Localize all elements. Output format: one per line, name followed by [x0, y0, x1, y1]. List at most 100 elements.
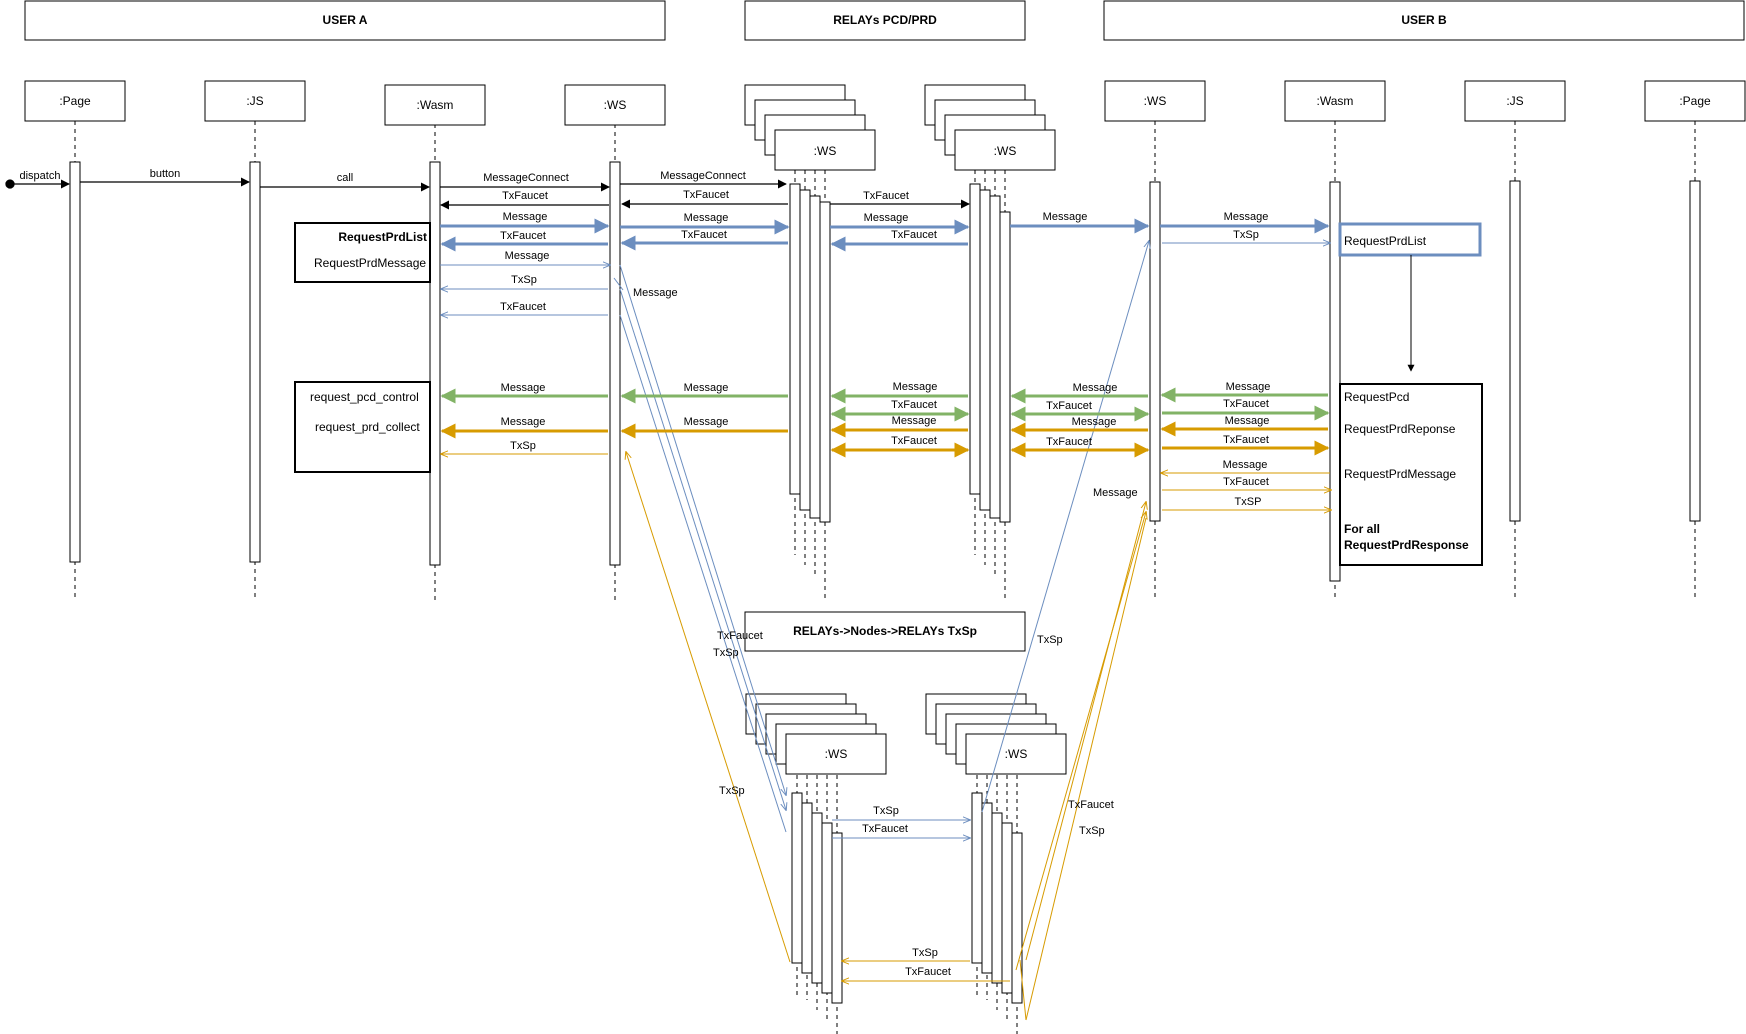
label-txsp-o-diag: TxSp — [719, 785, 745, 797]
messages-blue — [440, 218, 1330, 252]
label-txfaucet-a3: TxFaucet — [500, 301, 546, 313]
label-msg-o1: Message — [501, 416, 546, 428]
note-b-resp-line-3: RequestPrdMessage — [1344, 467, 1456, 481]
note-a-prd: RequestPrdList RequestPrdMessage — [294, 222, 431, 283]
messages-orange — [440, 421, 1330, 458]
label-txfaucet-o3: TxFaucet — [1223, 434, 1269, 446]
label-msg-o3: Message — [892, 415, 937, 427]
label-message-connect-relay: MessageConnect — [660, 170, 746, 182]
labels-orange: Message TxSp Message Message TxFaucet Me… — [501, 415, 1270, 978]
label-msg-r2: Message — [864, 212, 909, 224]
label-txfaucet-g2: TxFaucet — [1046, 400, 1092, 412]
participant-page-b: :Page — [1644, 80, 1746, 122]
participant-js-a-label: :JS — [246, 94, 263, 108]
note-b-resp-line-1: RequestPcd — [1344, 390, 1409, 404]
participant-ws-b: :WS — [1104, 80, 1206, 122]
label-msg-diag-b: Message — [1093, 487, 1138, 499]
participant-page-a: :Page — [24, 80, 126, 122]
activations — [69, 161, 1701, 1004]
note-a-prd-line-1: RequestPrdList — [338, 230, 427, 244]
labels-green: Message Message Message TxFaucet Message… — [501, 381, 1271, 412]
participant-relay-2: :WS — [924, 84, 1056, 171]
participant-node-1: :WS — [745, 693, 887, 775]
label-txfaucet-o4: TxFaucet — [1223, 476, 1269, 488]
note-a-pcd: request_pcd_control request_prd_collect — [294, 381, 431, 473]
label-msg-o2: Message — [684, 416, 729, 428]
group-user-a-label: USER A — [323, 13, 368, 27]
participant-node-2: :WS — [925, 693, 1067, 775]
label-msg-g4: Message — [1073, 382, 1118, 394]
participant-ws-a: :WS — [564, 84, 666, 126]
label-msg-b1: Message — [1043, 211, 1088, 223]
label-txfaucet-o2: TxFaucet — [1046, 436, 1092, 448]
messages-black — [5, 177, 970, 210]
participant-js-b: :JS — [1464, 80, 1566, 122]
label-txfaucet-relay: TxFaucet — [683, 189, 729, 201]
label-msg-g3: Message — [893, 381, 938, 393]
note-b-prd: RequestPrdList — [1338, 222, 1482, 257]
label-txsp-node-o: TxSp — [912, 947, 938, 959]
note-b-prd-label: RequestPrdList — [1344, 234, 1427, 248]
group-relays-nodes-label: RELAYs->Nodes->RELAYs TxSp — [793, 624, 977, 638]
note-b-resp-line-5: RequestPrdResponse — [1344, 538, 1469, 552]
label-txfaucet-node: TxFaucet — [862, 823, 908, 835]
labels-blue: Message TxFaucet Message TxFaucet Messag… — [500, 211, 1268, 835]
group-relays-label: RELAYs PCD/PRD — [833, 13, 937, 27]
label-txfaucet-r2: TxFaucet — [891, 229, 937, 241]
note-b-resp-line-2: RequestPrdReponse — [1344, 422, 1456, 436]
note-b-resp-line-4: For all — [1344, 522, 1380, 536]
label-txfaucet-g3: TxFaucet — [1223, 398, 1269, 410]
label-msg-o4: Message — [1072, 416, 1117, 428]
group-relays-nodes: RELAYs->Nodes->RELAYs TxSp — [744, 611, 1026, 652]
label-msg-a2: Message — [505, 250, 550, 262]
label-txsp-node: TxSp — [873, 805, 899, 817]
note-a-prd-line-2: RequestPrdMessage — [314, 256, 426, 270]
participant-relay-1: :WS — [744, 84, 876, 171]
label-msg-a1: Message — [503, 211, 548, 223]
label-txsp-caps: TxSP — [1235, 496, 1262, 508]
labels-black: dispatch button call MessageConnect TxFa… — [20, 168, 909, 202]
label-msg-diag: Message — [633, 287, 678, 299]
participant-js-a: :JS — [204, 80, 306, 122]
participant-wasm-b-label: :Wasm — [1317, 94, 1354, 108]
note-a-pcd-line-2: request_prd_collect — [315, 420, 420, 434]
label-msg-b2: Message — [1224, 211, 1269, 223]
participant-js-b-label: :JS — [1506, 94, 1523, 108]
note-a-pcd-line-1: request_pcd_control — [310, 390, 419, 404]
participant-page-b-label: :Page — [1679, 94, 1711, 108]
label-txsp-diag-b: TxSp — [1037, 634, 1063, 646]
participant-wasm-a-label: :Wasm — [417, 98, 454, 112]
participant-wasm-a: :Wasm — [384, 84, 486, 126]
messages-green — [440, 387, 1330, 422]
participant-node-1-label: :WS — [825, 747, 848, 761]
participant-ws-a-label: :WS — [604, 98, 627, 112]
label-txsp-b1: TxSp — [1233, 229, 1259, 241]
label-dispatch: dispatch — [20, 170, 61, 182]
label-msg-g1: Message — [501, 382, 546, 394]
label-msg-g5: Message — [1226, 381, 1271, 393]
label-msg-r1: Message — [684, 212, 729, 224]
group-user-a: USER A — [24, 0, 666, 41]
group-user-b: USER B — [1103, 0, 1745, 41]
label-txsp-o-diag-2: TxSp — [1079, 825, 1105, 837]
label-msg-o5: Message — [1225, 415, 1270, 427]
label-call: call — [337, 172, 354, 184]
label-txfaucet-r1: TxFaucet — [681, 229, 727, 241]
label-txfaucet-o1: TxFaucet — [891, 435, 937, 447]
label-txfaucet-o-diag: TxFaucet — [1068, 799, 1114, 811]
label-txsp-o1: TxSp — [510, 440, 536, 452]
label-msg-o6: Message — [1223, 459, 1268, 471]
participant-relay-2-label: :WS — [994, 144, 1017, 158]
participant-ws-b-label: :WS — [1144, 94, 1167, 108]
participant-node-2-label: :WS — [1005, 747, 1028, 761]
label-txfaucet-node-o: TxFaucet — [905, 966, 951, 978]
note-b-resp: RequestPcd RequestPrdReponse RequestPrdM… — [1339, 383, 1483, 566]
messages-orange-thin — [441, 452, 1331, 1021]
label-txsp-a1: TxSp — [511, 274, 537, 286]
label-txsp-diag: TxSp — [713, 647, 739, 659]
label-txfaucet-diag: TxFaucet — [717, 630, 763, 642]
label-txfaucet-a: TxFaucet — [502, 190, 548, 202]
group-user-b-label: USER B — [1401, 13, 1447, 27]
label-txfaucet-g1: TxFaucet — [891, 399, 937, 411]
